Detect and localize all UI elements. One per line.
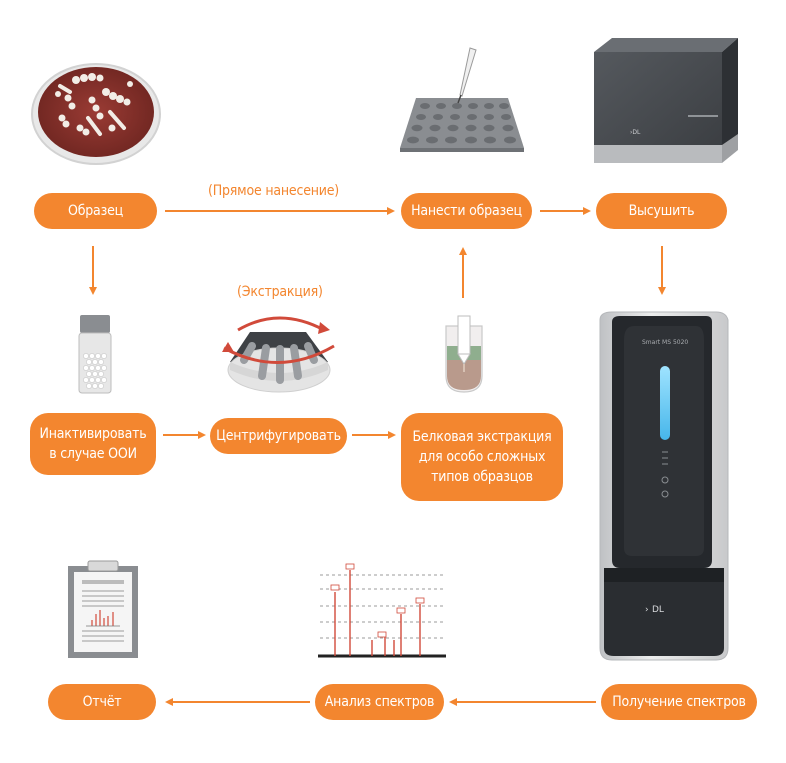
device-logo-chevron: › (645, 605, 649, 615)
step-apply-sample: Нанести образец (401, 193, 532, 229)
petri-dish-icon (31, 63, 161, 165)
drying-device-icon: ›DL (594, 38, 738, 163)
spectrum-icon (318, 563, 446, 658)
step-spectrum-analysis: Анализ спектров (315, 684, 444, 720)
device-logo: DL (652, 605, 664, 615)
step-dry: Высушить (596, 193, 727, 229)
device-model-label: Smart MS 5020 (642, 339, 688, 346)
mass-spectrometer-icon: Smart MS 5020 DL › (599, 311, 729, 661)
note-direct-application: (Прямое нанесение) (208, 183, 340, 199)
centrifuge-icon (222, 316, 335, 393)
step-inactivate: Инактивировать в случае ООИ (30, 413, 156, 475)
step-acquire-spectra: Получение спектров (601, 684, 757, 720)
target-plate-icon (400, 47, 524, 152)
tube-icon (445, 315, 483, 393)
svg-text:›DL: ›DL (630, 129, 641, 136)
report-icon (68, 560, 138, 658)
step-protein-extraction: Белковая экстракция для особо сложных ти… (401, 413, 563, 501)
step-report: Отчёт (48, 684, 156, 720)
step-sample: Образец (34, 193, 157, 229)
vial-icon (78, 315, 112, 394)
note-extraction: (Экстракция) (237, 284, 323, 300)
step-centrifuge: Центрифугировать (210, 418, 347, 454)
